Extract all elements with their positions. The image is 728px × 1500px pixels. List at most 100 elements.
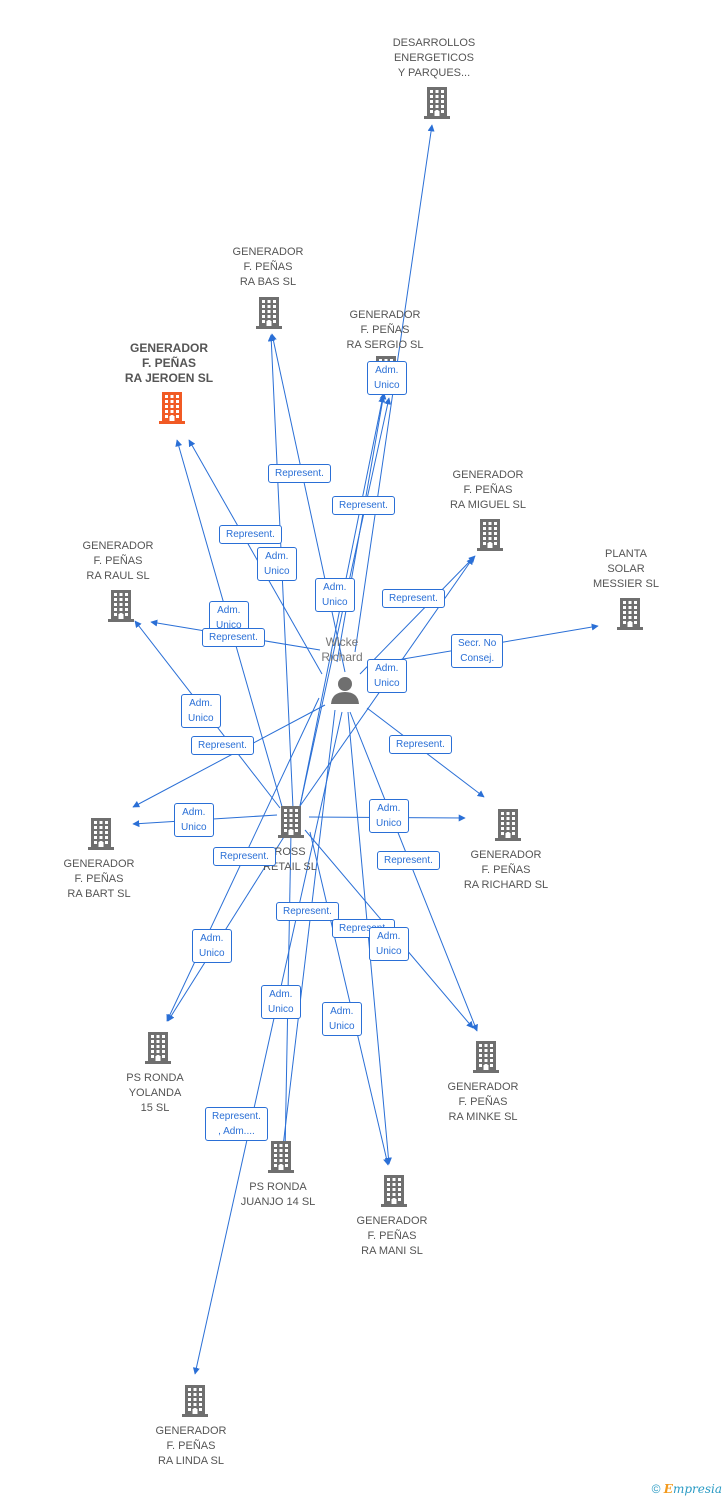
relation-label[interactable]: Represent. [219,525,282,544]
company-label-line: GENERADOR [349,309,421,321]
relation-edge [269,333,346,673]
company-building-icon[interactable] [256,297,282,329]
company-building-icon[interactable] [268,1141,294,1173]
relation-label-line: Adm. [189,698,213,709]
company-label-line: F. PEÑAS [141,356,196,370]
relation-label-line: Represent. [209,632,258,643]
company-label-line: GENERADOR [63,858,135,870]
relation-label-line: Represent. [396,739,445,750]
relation-label-line: , Adm.... [218,1126,255,1137]
relation-label-line: Adm. [375,663,399,674]
relation-label[interactable]: Adm. Unico [369,927,409,961]
relation-label[interactable]: Represent. [202,628,265,647]
company-building-icon[interactable] [145,1032,171,1064]
company-label-line: RA JEROEN SL [124,371,214,385]
relation-label[interactable]: Adm.Unico [174,803,214,837]
company-building-icon[interactable] [381,1175,407,1207]
relation-label[interactable]: Adm.Unico [257,547,297,581]
company-label-line: F. PEÑAS [166,1440,216,1452]
relation-label-line: Represent. [384,855,433,866]
company-building-icon[interactable] [108,590,134,622]
company-label-line: RETAIL SL [263,861,317,873]
relation-label-line: Adm. [269,989,293,1000]
company-label-line: GENERADOR [82,540,154,552]
company-label-line: ROSS [274,846,306,858]
relation-label[interactable]: Adm.Unico [369,799,409,833]
company-label-line: PS RONDA [249,1181,307,1193]
relation-label[interactable]: Represent. [191,736,254,755]
company-building-icon[interactable] [88,818,114,850]
relation-label[interactable]: Adm.Unico [181,694,221,728]
relation-label-line: Represent. [220,851,269,862]
relation-label-line: Unico [268,1004,294,1015]
relation-label[interactable]: Adm.Unico [315,578,355,612]
company-building-icon[interactable] [182,1385,208,1417]
company-building-icon[interactable] [495,809,521,841]
company-label-line: F. PEÑAS [458,1096,508,1108]
relation-label-line: Represent. [339,500,388,511]
relation-label[interactable]: Represent. [332,496,395,515]
relation-label-line: Unico [199,948,225,959]
company-label-line: RA MIGUEL SL [449,499,526,511]
nodes-layer [88,87,643,1417]
relation-label[interactable]: Adm.Unico [367,659,407,693]
company-building-icon[interactable] [617,598,643,630]
company-label-line: RA RAUL SL [86,570,150,582]
company-building-icon[interactable] [159,392,185,424]
relation-label-line: Unico [376,946,402,957]
relation-edge [279,709,336,1156]
relation-label[interactable]: Represent. [377,851,440,870]
relation-label-line: Secr. No [458,638,497,649]
company-building-icon[interactable] [278,806,304,838]
relation-label[interactable]: Adm. Unico [261,985,301,1019]
relation-label[interactable]: Adm. Unico [367,361,407,395]
company-label[interactable]: ROSS RETAIL SL [220,845,360,875]
company-building-icon[interactable] [424,87,450,119]
relation-label[interactable]: Represent. [276,902,339,921]
relation-label[interactable]: Represent., Adm.... [205,1107,268,1141]
relation-label-line: Adm. [375,365,399,376]
relation-label-line: Adm. [377,931,401,942]
company-label-line: Y PARQUES... [397,67,471,79]
relation-edge [132,704,326,808]
company-building-icon[interactable] [477,519,503,551]
relation-label[interactable]: Adm.Unico [322,1002,362,1036]
relation-label[interactable]: Represent. [382,589,445,608]
company-label-line: F. PEÑAS [367,1230,417,1242]
relation-edge [309,831,390,1166]
relation-label-line: Unico [374,380,400,391]
person-icon[interactable] [331,677,359,704]
relation-label[interactable]: Represent. [268,464,331,483]
company-building-icon[interactable] [473,1041,499,1073]
company-label-line: GENERADOR [470,849,542,861]
company-label-line: 15 SL [140,1102,170,1114]
relation-label[interactable]: Adm.Unico [192,929,232,963]
relation-label[interactable]: Represent. [213,847,276,866]
company-label-line: RA SERGIO SL [346,339,424,351]
empresia-logo[interactable]: Empresia [663,1482,722,1496]
company-label-line: YOLANDA [128,1087,182,1099]
relation-label-line: Adm. [377,803,401,814]
company-label-line: F. PEÑAS [463,484,513,496]
relation-label-line: Unico [329,1021,355,1032]
relation-label[interactable]: Represent. [389,735,452,754]
company-label-line: GENERADOR [447,1081,519,1093]
relation-label-line: Represent. [339,923,388,934]
company-label-line: RA MANI SL [361,1245,423,1257]
